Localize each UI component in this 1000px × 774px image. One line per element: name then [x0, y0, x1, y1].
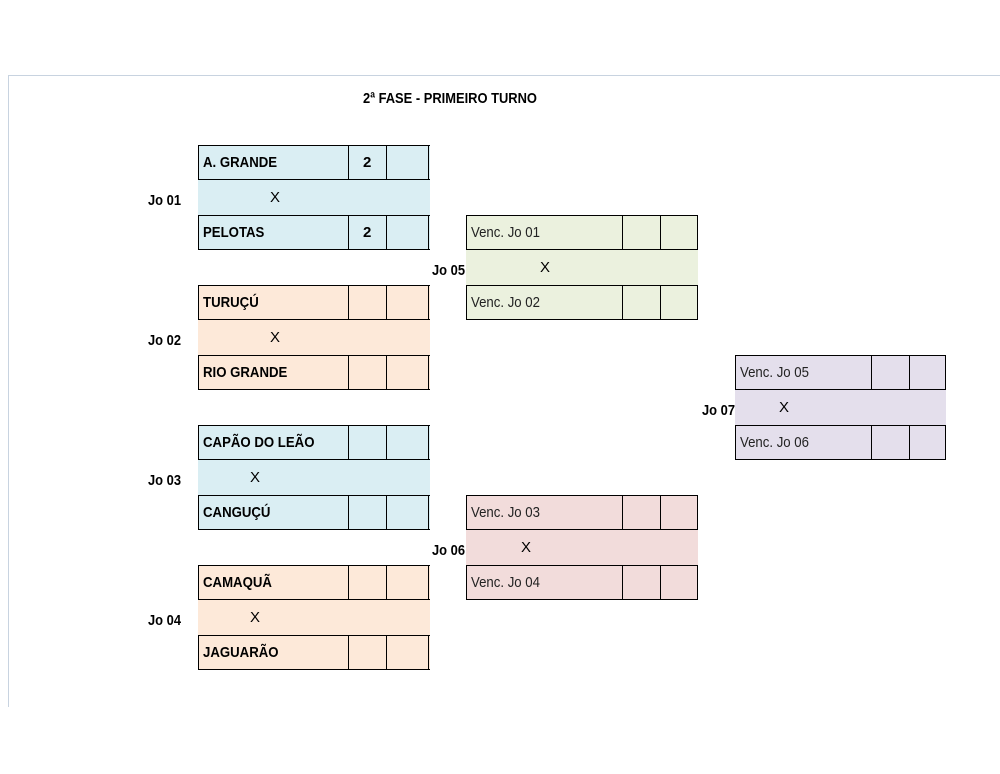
team-row[interactable]: PELOTAS 2 — [198, 215, 430, 250]
score-cell[interactable] — [349, 356, 387, 389]
team-row[interactable]: Venc. Jo 05 — [735, 355, 946, 390]
team-name-cell: TURUÇÚ — [199, 286, 349, 319]
extra-score-cell[interactable] — [387, 356, 429, 389]
extra-score-cell[interactable] — [387, 496, 429, 529]
team-row[interactable]: Venc. Jo 04 — [466, 565, 698, 600]
team-row[interactable]: CAPÃO DO LEÃO — [198, 425, 430, 460]
versus-x: X — [521, 539, 532, 556]
score-cell[interactable] — [623, 216, 661, 249]
team-name-cell: Venc. Jo 05 — [736, 356, 872, 389]
team-name-cell: CAPÃO DO LEÃO — [199, 426, 349, 459]
team-row[interactable]: TURUÇÚ — [198, 285, 430, 320]
team-row[interactable]: Venc. Jo 06 — [735, 425, 946, 460]
match-label-jo-01: Jo 01 — [148, 192, 181, 209]
score-cell[interactable] — [349, 636, 387, 669]
score-cell[interactable] — [349, 566, 387, 599]
extra-score-cell[interactable] — [910, 356, 946, 389]
match-label-jo-04: Jo 04 — [148, 612, 181, 629]
versus-x: X — [270, 329, 281, 346]
score-cell[interactable] — [623, 496, 661, 529]
team-row[interactable]: Venc. Jo 03 — [466, 495, 698, 530]
versus-row: X — [466, 250, 698, 285]
extra-score-cell[interactable] — [661, 566, 698, 599]
team-name-cell: JAGUARÃO — [199, 636, 349, 669]
extra-score-cell[interactable] — [661, 496, 698, 529]
versus-row: X — [466, 530, 698, 565]
score-cell[interactable] — [872, 426, 910, 459]
extra-score-cell[interactable] — [910, 426, 946, 459]
score-cell[interactable]: 2 — [349, 216, 387, 249]
score-cell[interactable] — [349, 496, 387, 529]
extra-score-cell[interactable] — [387, 426, 429, 459]
team-name-cell: A. GRANDE — [199, 146, 349, 179]
team-row[interactable]: Venc. Jo 02 — [466, 285, 698, 320]
extra-score-cell[interactable] — [387, 286, 429, 319]
team-row[interactable]: JAGUARÃO — [198, 635, 430, 670]
match-label-jo-02: Jo 02 — [148, 332, 181, 349]
extra-score-cell[interactable] — [661, 216, 698, 249]
match-label-jo-06: Jo 06 — [432, 542, 465, 559]
match-label-jo-03: Jo 03 — [148, 472, 181, 489]
team-row[interactable]: RIO GRANDE — [198, 355, 430, 390]
score-cell[interactable]: 2 — [349, 146, 387, 179]
versus-x: X — [250, 469, 261, 486]
versus-row: X — [735, 390, 946, 425]
extra-score-cell[interactable] — [387, 566, 429, 599]
team-row[interactable]: Venc. Jo 01 — [466, 215, 698, 250]
versus-row: X — [198, 320, 430, 355]
versus-x: X — [779, 399, 790, 416]
sheet-top-border — [8, 75, 1000, 76]
versus-row: X — [198, 460, 430, 495]
score-cell[interactable] — [623, 566, 661, 599]
versus-row: X — [198, 600, 430, 635]
score-cell[interactable] — [623, 286, 661, 319]
team-name-cell: CANGUÇÚ — [199, 496, 349, 529]
team-name-cell: Venc. Jo 06 — [736, 426, 872, 459]
score-cell[interactable] — [349, 286, 387, 319]
match-label-jo-05: Jo 05 — [432, 262, 465, 279]
versus-x: X — [540, 259, 551, 276]
extra-score-cell[interactable] — [387, 146, 429, 179]
team-name-cell: Venc. Jo 02 — [467, 286, 623, 319]
score-cell[interactable] — [349, 426, 387, 459]
team-row[interactable]: A. GRANDE 2 — [198, 145, 430, 180]
team-name-cell: RIO GRANDE — [199, 356, 349, 389]
score-cell[interactable] — [872, 356, 910, 389]
versus-x: X — [250, 609, 261, 626]
extra-score-cell[interactable] — [661, 286, 698, 319]
sheet-left-border — [8, 75, 9, 707]
versus-row: X — [198, 180, 430, 215]
extra-score-cell[interactable] — [387, 636, 429, 669]
extra-score-cell[interactable] — [387, 216, 429, 249]
team-row[interactable]: CANGUÇÚ — [198, 495, 430, 530]
match-label-jo-07: Jo 07 — [702, 402, 735, 419]
team-name-cell: Venc. Jo 01 — [467, 216, 623, 249]
versus-x: X — [270, 189, 281, 206]
team-name-cell: CAMAQUÃ — [199, 566, 349, 599]
page-title: 2ª FASE - PRIMEIRO TURNO — [363, 90, 537, 107]
team-name-cell: Venc. Jo 04 — [467, 566, 623, 599]
team-name-cell: Venc. Jo 03 — [467, 496, 623, 529]
team-row[interactable]: CAMAQUÃ — [198, 565, 430, 600]
team-name-cell: PELOTAS — [199, 216, 349, 249]
